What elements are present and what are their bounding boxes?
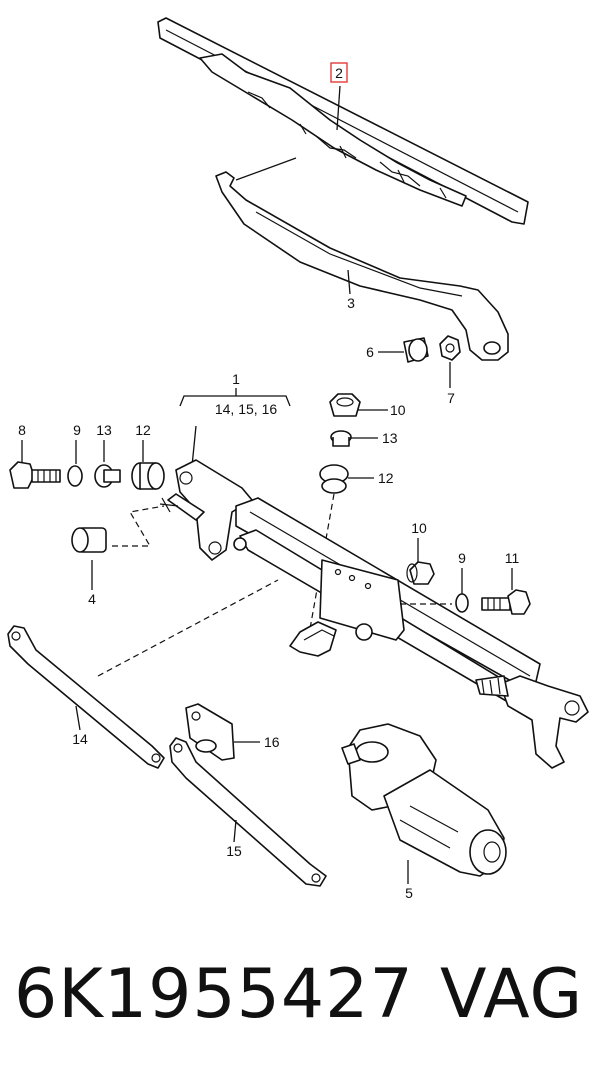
- cap: [403, 337, 429, 363]
- wiper-blade: [157, 17, 529, 225]
- callout-15: 15: [226, 843, 242, 859]
- link-rod-15: [169, 737, 327, 887]
- callout-6: 6: [366, 344, 374, 360]
- callout-2-highlight: [330, 62, 348, 83]
- cap-left: [71, 527, 107, 553]
- washer-top: [330, 430, 352, 447]
- callout-14: 14: [72, 731, 88, 747]
- nut-top: [329, 393, 361, 417]
- wiper-linkage-frame: [159, 459, 589, 769]
- bolt-right: [481, 589, 531, 615]
- callout-11: 11: [505, 550, 520, 566]
- part-number: 6K1955427: [14, 955, 414, 1034]
- callout-13-left: 13: [96, 422, 112, 438]
- callout-1-subparts: 14, 15, 16: [215, 401, 277, 417]
- link-rod-14: [7, 625, 165, 769]
- callout-5: 5: [405, 885, 413, 901]
- callout-12-left: 12: [135, 422, 151, 438]
- callout-1-leader: [191, 425, 197, 467]
- wiper-arm: [215, 171, 509, 361]
- callout-1: 1: [232, 371, 240, 387]
- washer-right-9: [455, 593, 469, 613]
- link-dash-line: [97, 579, 279, 677]
- callout-13-top: 13: [382, 430, 398, 446]
- callout-9-right: 9: [458, 550, 466, 566]
- washer-left-13: [94, 464, 121, 488]
- nut-right: [406, 561, 435, 585]
- nut-arm: [439, 335, 461, 361]
- callout-12-top: 12: [378, 470, 394, 486]
- bush-top: [319, 464, 349, 494]
- callout-10-right: 10: [411, 520, 427, 536]
- callout-4: 4: [88, 591, 96, 607]
- brand-name: VAG: [440, 955, 584, 1034]
- bolt-left: [9, 461, 61, 489]
- callout-leaders: [21, 85, 513, 884]
- callout-10-top: 10: [390, 402, 406, 418]
- bracket-16: [185, 703, 235, 761]
- washer-left-9: [67, 465, 83, 487]
- callout-9-left: 9: [73, 422, 81, 438]
- cap-dash-line: [112, 505, 165, 547]
- callout-1-bracket: [179, 395, 291, 407]
- callout-8: 8: [18, 422, 26, 438]
- bush-left: [131, 462, 165, 490]
- callout-3: 3: [347, 295, 355, 311]
- footer-caption: 6K1955427 VAG: [0, 955, 600, 1055]
- callout-16: 16: [264, 734, 280, 750]
- callout-2: 2: [335, 65, 343, 81]
- wiper-motor: [341, 723, 507, 877]
- blade-arm-connector-line: [235, 157, 297, 181]
- callout-7: 7: [447, 390, 455, 406]
